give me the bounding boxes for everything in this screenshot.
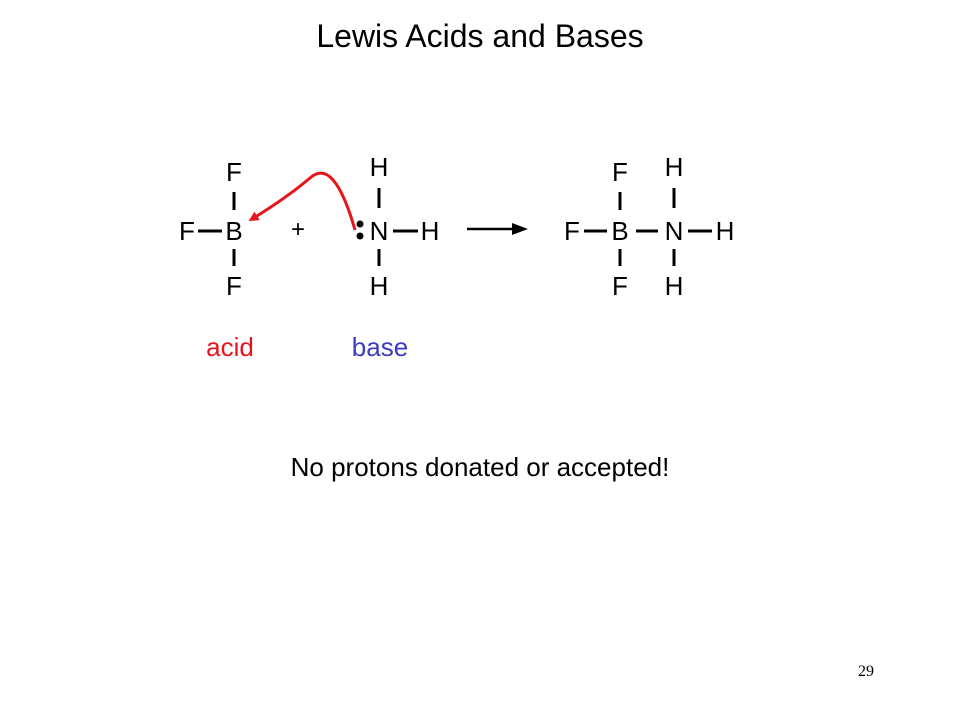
product-boron-top-fluorine: F bbox=[612, 157, 628, 187]
electron-pair-arrow bbox=[248, 171, 357, 231]
bf3-molecule: F F B F bbox=[179, 157, 243, 301]
product-nitrogen: N bbox=[665, 216, 684, 246]
adduct-molecule: F F B F H N H H bbox=[564, 152, 734, 301]
product-boron-bottom-fluorine: F bbox=[612, 271, 628, 301]
page-number: 29 bbox=[858, 663, 874, 680]
product-nitrogen-top-hydrogen: H bbox=[665, 152, 684, 182]
base-label: base bbox=[352, 332, 408, 362]
plus-sign: + bbox=[291, 216, 305, 243]
bf3-boron: B bbox=[225, 216, 242, 246]
lone-pair-dot-top bbox=[356, 220, 364, 228]
product-boron: B bbox=[611, 216, 628, 246]
product-nitrogen-bottom-hydrogen: H bbox=[665, 271, 684, 301]
slide-title: Lewis Acids and Bases bbox=[316, 18, 644, 54]
product-nitrogen-right-hydrogen: H bbox=[716, 216, 735, 246]
product-boron-left-fluorine: F bbox=[564, 216, 580, 246]
bf3-top-fluorine: F bbox=[226, 157, 242, 187]
bf3-bottom-fluorine: F bbox=[226, 271, 242, 301]
reaction-arrow-head bbox=[512, 223, 528, 235]
reaction-arrow bbox=[467, 223, 528, 235]
acid-label: acid bbox=[206, 332, 254, 362]
nh3-bottom-hydrogen: H bbox=[370, 271, 389, 301]
lone-pair-dot-bottom bbox=[356, 232, 364, 240]
nh3-top-hydrogen: H bbox=[370, 152, 389, 182]
bf3-left-fluorine: F bbox=[179, 216, 195, 246]
nh3-molecule: H N H H bbox=[356, 152, 440, 301]
caption-text: No protons donated or accepted! bbox=[290, 452, 670, 482]
nh3-right-hydrogen: H bbox=[421, 216, 440, 246]
nh3-nitrogen: N bbox=[370, 216, 389, 246]
